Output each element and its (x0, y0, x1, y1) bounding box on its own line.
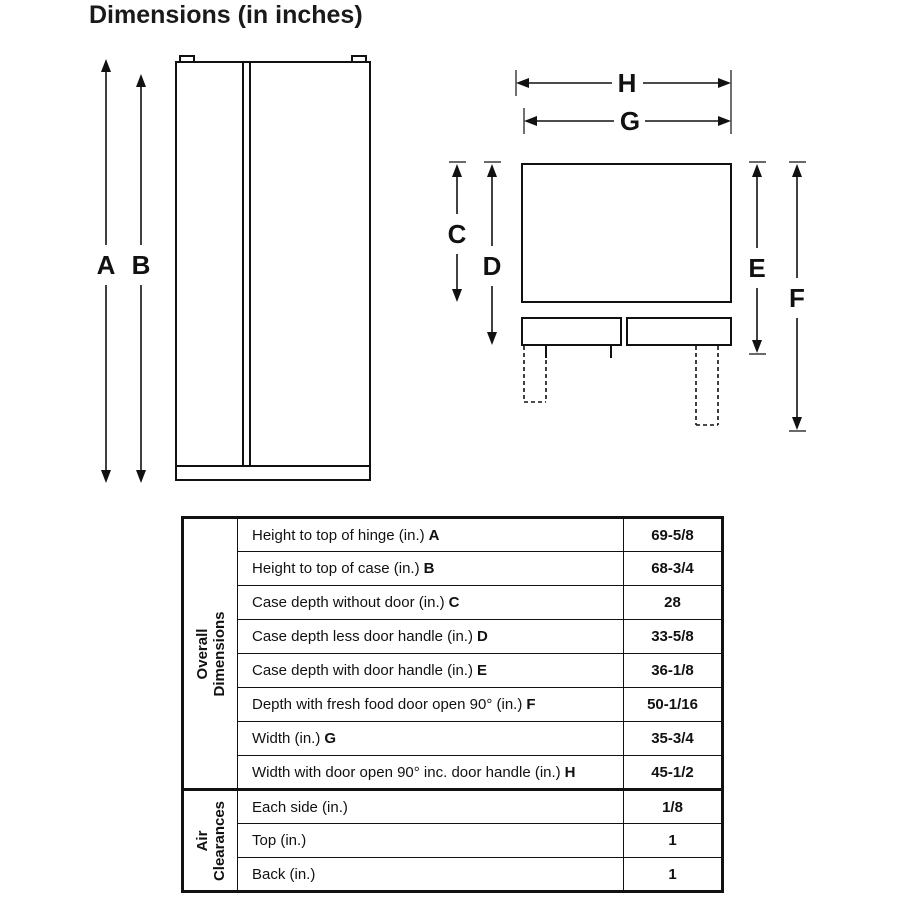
dimension-label-a: A (97, 250, 116, 280)
dimensions-table-wrap: Overall Dimensions Height to top of hing… (181, 516, 724, 893)
row-value: 1 (623, 823, 723, 858)
table-row: Depth with fresh food door open 90° (in.… (183, 687, 723, 722)
dimension-label-g: G (620, 106, 640, 136)
row-value: 45-1/2 (623, 755, 723, 790)
dimension-arrow-c: C (448, 164, 467, 302)
dimension-arrow-b: B (132, 74, 151, 483)
row-description: Height to top of case (in.) (252, 560, 420, 577)
row-description: Depth with fresh food door open 90° (in.… (252, 696, 523, 713)
section-label-text: Air Clearances (193, 800, 228, 881)
row-description: Height to top of hinge (in.) (252, 526, 425, 544)
section-label-air-clearances: Air Clearances (182, 788, 238, 892)
table-row: Case depth less door handle (in.)D 33-5/… (183, 619, 723, 654)
table-row: Case depth with door handle (in.)E 36-1/… (183, 653, 723, 688)
row-value: 69-5/8 (623, 517, 723, 552)
row-description: Top (in.) (252, 832, 307, 849)
row-description: Case depth with door handle (in.) (252, 662, 473, 679)
row-value: 50-1/16 (623, 687, 723, 722)
fridge-front-view (175, 55, 371, 481)
row-key: B (423, 560, 435, 577)
row-key: E (476, 662, 487, 679)
dimensions-table: Overall Dimensions Height to top of hing… (181, 516, 724, 893)
row-description: Width with door open 90° inc. door handl… (252, 763, 561, 781)
dimension-label-c: C (448, 219, 467, 249)
row-key: D (476, 628, 488, 645)
table-row: Overall Dimensions Height to top of hing… (182, 517, 723, 790)
extension-ticks (449, 70, 806, 432)
door-handle-hidden-lines (523, 346, 719, 426)
row-description: Width (in.) (252, 730, 321, 747)
dimensions-diagram: A B (97, 55, 806, 483)
dimension-arrow-g: G (524, 106, 731, 136)
section-label-overall-dimensions: Overall Dimensions (182, 517, 238, 790)
row-description: Case depth less door handle (in.) (252, 628, 473, 645)
table-row: Air Clearances Each side (in.) 1/8 (182, 788, 723, 892)
dimension-label-h: H (618, 68, 637, 98)
row-value: 35-3/4 (623, 721, 723, 756)
dimension-label-b: B (132, 250, 151, 280)
row-value: 28 (623, 585, 723, 620)
row-key: G (324, 730, 337, 747)
page-title: Dimensions (in inches) (89, 1, 363, 29)
dimension-label-e: E (748, 253, 765, 283)
table-row: Case depth without door (in.)C 28 (183, 585, 723, 620)
dimension-arrow-f: F (789, 164, 805, 430)
table-row: Width (in.)G 35-3/4 (183, 721, 723, 756)
fridge-top-view (521, 163, 732, 358)
row-description: Back (in.) (252, 865, 316, 883)
air-clearances-section: Air Clearances Each side (in.) 1/8 Top (… (182, 788, 723, 892)
row-key: C (448, 594, 460, 611)
dimension-arrow-h: H (516, 68, 731, 98)
row-key: F (526, 696, 536, 713)
row-description: Each side (in.) (252, 798, 348, 816)
row-value: 1 (623, 857, 723, 892)
table-row: Back (in.) 1 (183, 857, 723, 892)
section-label-text: Overall Dimensions (193, 610, 228, 697)
overall-dimensions-section: Overall Dimensions Height to top of hing… (182, 517, 723, 790)
table-row: Width with door open 90° inc. door handl… (183, 755, 723, 790)
dimension-label-d: D (483, 251, 502, 281)
table-row: Height to top of case (in.)B 68-3/4 (183, 551, 723, 586)
dimension-arrow-d: D (483, 164, 502, 345)
dimension-label-f: F (789, 283, 805, 313)
row-description: Case depth without door (in.) (252, 594, 445, 611)
row-value: 36-1/8 (623, 653, 723, 688)
dimension-arrow-a: A (97, 59, 116, 483)
dimension-arrow-e: E (748, 164, 766, 353)
table-row: Top (in.) 1 (183, 823, 723, 858)
row-value: 68-3/4 (623, 551, 723, 586)
row-key: A (428, 526, 440, 544)
row-value: 1/8 (623, 788, 723, 824)
row-value: 33-5/8 (623, 619, 723, 654)
row-key: H (564, 763, 576, 781)
